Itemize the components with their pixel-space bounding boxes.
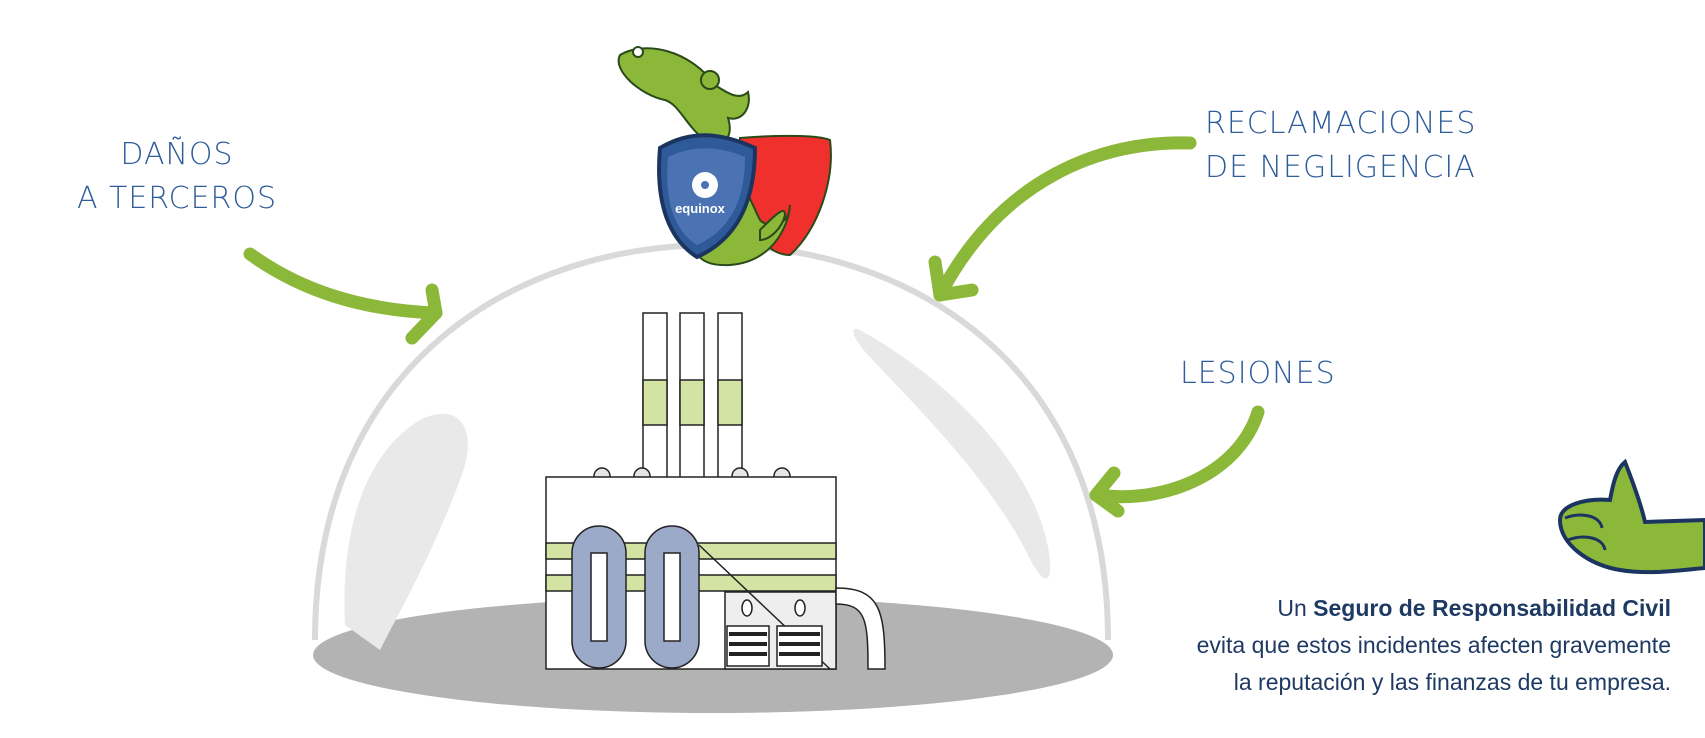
label-danos-line1: DAÑOS [120, 137, 234, 172]
shield-brand: equinox [675, 201, 726, 216]
label-danos-line2: A TERCEROS [76, 181, 278, 216]
caption-prefix: Un [1277, 595, 1314, 621]
caption-line2: evita que estos incidentes afecten grave… [1196, 632, 1671, 658]
arrow-reclamaciones [933, 136, 1197, 302]
label-reclamaciones-de-negligencia: RECLAMACIONES DE NEGLIGENCIA [1205, 102, 1505, 190]
dome-highlight-right [853, 328, 1051, 579]
caption-bold: Seguro de Responsabilidad Civil [1313, 595, 1671, 621]
dragon-tail [759, 210, 787, 242]
dome-highlight-left [344, 413, 468, 650]
label-danos-a-terceros: DAÑOS A TERCEROS [62, 133, 292, 221]
dragon-mascot: equinox [617, 46, 832, 267]
caption-line3: la reputación y las finanzas de tu empre… [1233, 669, 1671, 695]
factory-icon [545, 312, 886, 670]
arrow-lesiones-head [1089, 466, 1125, 518]
label-reclamaciones-line2: DE NEGLIGENCIA [1205, 150, 1476, 185]
thumbs-up-hand-icon [1557, 458, 1705, 575]
arrow-danos-head [405, 283, 443, 345]
dragon-head [617, 47, 750, 145]
arrow-danos [243, 247, 443, 320]
caption: Un Seguro de Responsabilidad Civil evita… [1197, 590, 1671, 701]
arrow-reclamaciones-head [928, 255, 979, 302]
label-lesiones: LESIONES [1180, 356, 1336, 391]
caption-line1: Un Seguro de Responsabilidad Civil [1197, 590, 1671, 627]
label-reclamaciones-line1: RECLAMACIONES [1205, 106, 1477, 141]
arrow-lesiones [1089, 405, 1265, 504]
arrow-icon [243, 136, 1265, 518]
